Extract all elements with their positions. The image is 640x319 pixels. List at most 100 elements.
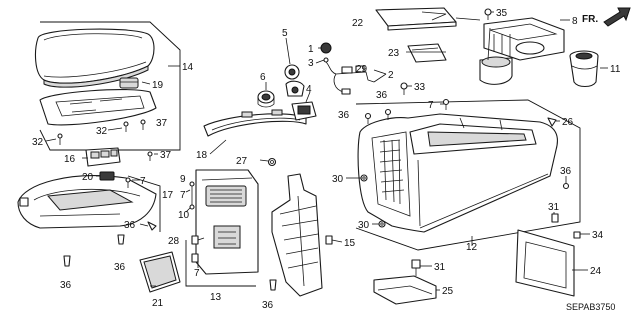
screw-36-c — [63, 255, 71, 267]
screw-36-a — [147, 221, 157, 231]
label-37-upper: 37 — [156, 118, 168, 129]
label-33: 33 — [414, 82, 426, 93]
label-37-mid: 37 — [160, 150, 172, 161]
label-24: 24 — [590, 266, 602, 277]
label-3: 3 — [308, 58, 314, 69]
center-panel-13 — [195, 169, 259, 275]
label-25: 25 — [442, 286, 454, 297]
label-36-d: 36 — [262, 300, 274, 311]
clip-35 — [484, 8, 492, 20]
clip-36-right — [562, 182, 570, 190]
group-17-frame — [127, 175, 161, 232]
label-28: 28 — [168, 236, 180, 247]
label-19: 19 — [152, 80, 164, 91]
label-31-lower: 31 — [434, 262, 446, 273]
clip-34 — [573, 231, 581, 239]
label-36-f: 36 — [338, 110, 350, 121]
label-5: 5 — [282, 28, 288, 39]
switch-4 — [291, 101, 317, 121]
label-15: 15 — [344, 238, 356, 249]
label-22: 22 — [352, 18, 364, 29]
label-36-c: 36 — [60, 280, 72, 291]
label-36-a: 36 — [124, 220, 136, 231]
clip-7-top — [442, 98, 450, 110]
label-36-g: 36 — [560, 166, 572, 177]
label-26: 26 — [562, 117, 574, 128]
label-35: 35 — [496, 8, 508, 19]
label-6: 6 — [260, 72, 266, 83]
clip-37-mid — [147, 151, 153, 161]
label-4: 4 — [306, 84, 312, 95]
label-32-lower: 32 — [32, 137, 44, 148]
bracket-15 — [271, 173, 323, 297]
label-31-right: 31 — [548, 202, 560, 213]
armrest-base — [39, 77, 157, 126]
group-12-frame — [355, 99, 581, 251]
clip-27 — [267, 157, 277, 167]
label-7-low: 7 — [194, 268, 200, 279]
label-36-e: 36 — [376, 90, 388, 101]
label-29: 29 — [356, 64, 368, 75]
clip-28 — [191, 235, 199, 245]
cup-holder-8 — [479, 17, 565, 85]
switch-panel-16 — [85, 147, 121, 167]
clip-20 — [99, 171, 115, 181]
bracket-25 — [373, 275, 437, 305]
nut-30-a — [360, 174, 368, 182]
screw-36-b — [117, 234, 125, 245]
label-21: 21 — [152, 298, 164, 309]
clip-36-top-a — [364, 112, 372, 124]
console-tray — [17, 175, 157, 229]
clip-26 — [547, 117, 557, 127]
bracket-24 — [515, 229, 575, 297]
lid-22 — [375, 7, 457, 31]
console-body-12 — [357, 113, 558, 233]
pin-9-10 — [189, 181, 195, 210]
label-32-upper: 32 — [96, 126, 108, 137]
clip-7-center — [191, 253, 199, 263]
grommet-1 — [320, 42, 332, 54]
label-27: 27 — [236, 156, 248, 167]
screw-32-lower — [57, 133, 63, 145]
armrest-lid — [34, 28, 155, 88]
label-10: 10 — [178, 210, 190, 221]
clip-33 — [400, 82, 408, 95]
leader-lines — [45, 11, 608, 291]
lid-21 — [139, 251, 181, 293]
label-13: 13 — [210, 292, 222, 303]
bolt-31-lower — [411, 259, 421, 276]
front-direction-label: FR. — [582, 14, 598, 25]
label-7-top: 7 — [428, 100, 434, 111]
screw-36-d — [269, 279, 277, 291]
group-14-frame — [39, 21, 181, 151]
socket-6 — [257, 90, 275, 108]
label-23: 23 — [388, 48, 400, 59]
label-11: 11 — [610, 64, 621, 75]
screw-32-upper — [123, 121, 129, 132]
clip-7-left — [125, 177, 131, 188]
label-1: 1 — [308, 44, 314, 55]
nut-30-b — [378, 220, 386, 228]
clip-36-top-b — [384, 108, 392, 120]
cup-11 — [569, 50, 599, 88]
diagram-code: SEPAB3750 — [566, 302, 615, 312]
lead-18 — [209, 139, 227, 155]
label-7-mid: 7 — [180, 190, 186, 201]
label-7-left: 7 — [140, 176, 146, 187]
label-2: 2 — [388, 70, 394, 81]
socket-5 — [284, 64, 305, 97]
garnish-18 — [203, 109, 307, 137]
label-36-b: 36 — [114, 262, 126, 273]
label-34: 34 — [592, 230, 604, 241]
label-8: 8 — [572, 16, 578, 27]
front-direction-arrow-icon — [603, 7, 631, 27]
label-9: 9 — [180, 174, 186, 185]
label-30-b: 30 — [358, 220, 370, 231]
mat-23 — [407, 43, 447, 63]
clip-15 — [325, 235, 333, 245]
group-13-frame — [185, 240, 256, 287]
label-12: 12 — [466, 242, 478, 253]
label-16: 16 — [64, 154, 76, 165]
label-20: 20 — [82, 172, 94, 183]
label-14: 14 — [182, 62, 194, 73]
